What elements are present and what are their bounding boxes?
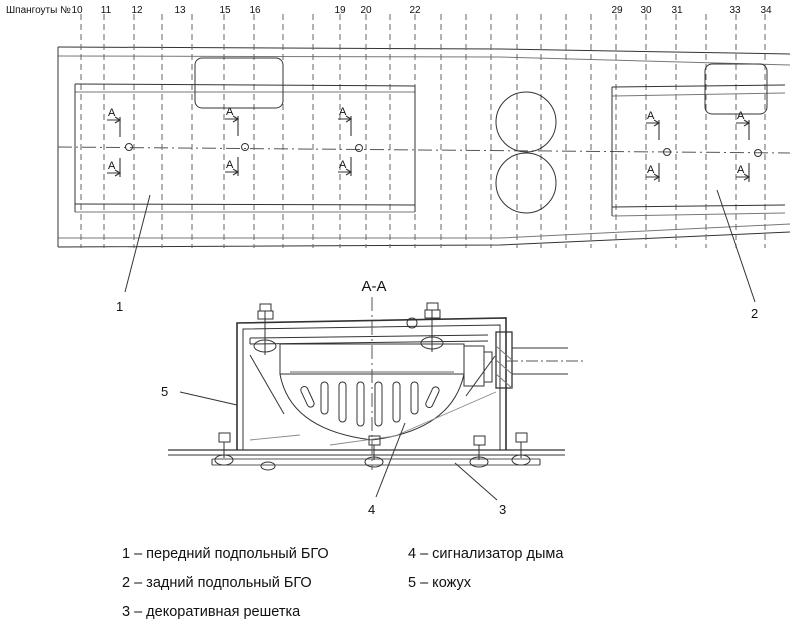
frame-number: 30: [640, 5, 652, 16]
section-letter: A: [339, 106, 347, 118]
casing: [236, 317, 507, 450]
legend-item-3: 3 – декоративная решетка: [122, 604, 301, 620]
section-letter: A: [339, 159, 347, 171]
callout-1: 1: [116, 299, 123, 314]
section-letter: A: [737, 110, 745, 122]
frame-number: 12: [131, 5, 143, 16]
callout-3: 3: [499, 502, 506, 517]
callout-5: 5: [161, 384, 168, 399]
frame-number: 15: [219, 5, 231, 16]
section-markers: [107, 115, 751, 182]
round-opening-top: [495, 91, 557, 153]
frame-number: 13: [174, 5, 186, 16]
section-letter: A: [226, 159, 234, 171]
front-area-outline: [74, 83, 416, 213]
leader-1: [124, 194, 151, 293]
fuselage-bottom-inner: [58, 223, 791, 239]
callout-numbers: 1 2 3 4 5: [116, 299, 758, 517]
fuselage-top-edge: [57, 46, 791, 55]
legend-item-4: 4 – сигнализатор дыма: [408, 546, 564, 562]
frame-number: 11: [101, 5, 112, 16]
plan-view: [57, 14, 791, 303]
bottom-fasteners: [214, 432, 531, 471]
frames-label: Шпангоуты №: [6, 5, 71, 16]
leader-5: [179, 391, 238, 406]
section-letter: A: [108, 160, 116, 172]
rear-area-outline: [611, 84, 786, 217]
detector-markers: [125, 143, 762, 157]
detector-dome: [279, 373, 465, 441]
frame-number: 19: [334, 5, 346, 16]
round-opening-bottom: [495, 152, 557, 214]
section-letter: A: [647, 110, 655, 122]
legend-item-1: 1 – передний подпольный БГО: [122, 546, 329, 562]
section-letter: A: [226, 106, 234, 118]
frame-number: 16: [249, 5, 261, 16]
frame-number: 22: [409, 5, 421, 16]
frame-number: 10: [71, 5, 83, 16]
hatch-left: [194, 57, 284, 109]
section-letter: A: [108, 107, 116, 119]
callout-4: 4: [368, 502, 375, 517]
section-letter: A: [737, 164, 745, 176]
section-title: А-А: [361, 278, 386, 295]
leader-2: [716, 189, 756, 303]
hatch-right: [704, 63, 768, 115]
frame-number: 20: [360, 5, 372, 16]
top-fasteners: [253, 302, 444, 355]
frame-number: 31: [671, 5, 683, 16]
frame-number: 29: [611, 5, 623, 16]
section-view: [168, 297, 585, 501]
frame-number: 34: [760, 5, 772, 16]
section-marker-labels: A A A A A A A A A A: [108, 106, 745, 176]
fuselage-top-inner: [57, 55, 791, 66]
leader-3: [454, 462, 498, 501]
frame-numbers: 10 11 12 13 15 16 19 20 22 29 30 31 33 3…: [71, 5, 772, 16]
connector-block: [495, 331, 513, 389]
section-letter: A: [647, 164, 655, 176]
legend-item-2: 2 – задний подпольный БГО: [122, 575, 312, 591]
dome-slots: [300, 381, 440, 427]
legend-item-5: 5 – кожух: [408, 575, 471, 591]
leader-4: [375, 422, 406, 498]
callout-2: 2: [751, 306, 758, 321]
fuselage-bottom-edge: [57, 231, 791, 248]
frame-number: 33: [729, 5, 741, 16]
hatching: [249, 391, 497, 446]
centre-line: [57, 146, 791, 154]
